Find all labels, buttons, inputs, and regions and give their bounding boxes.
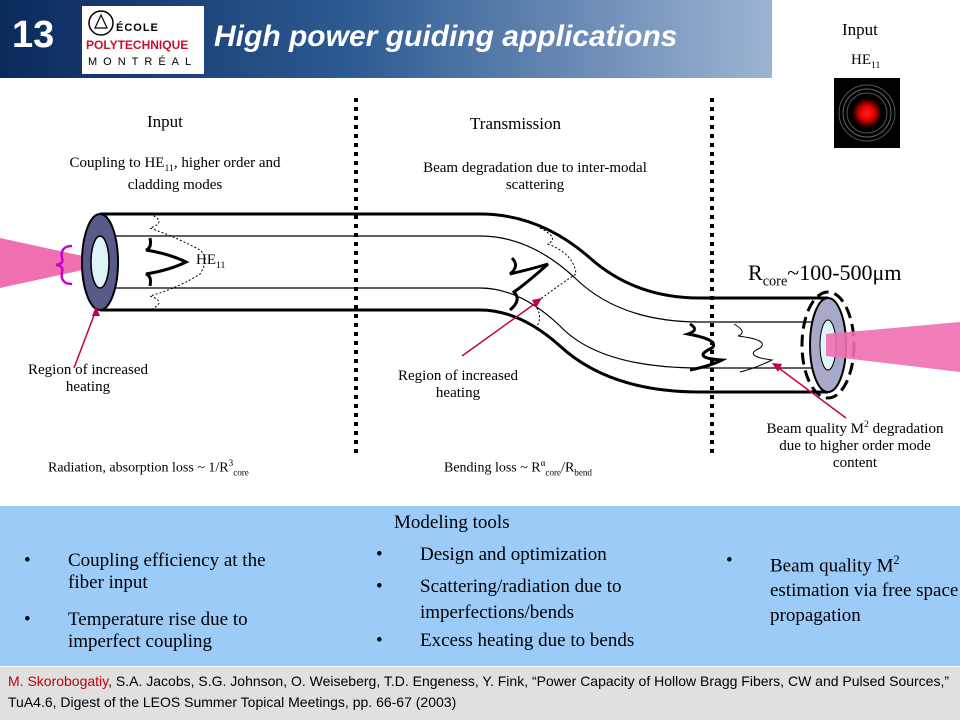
transmission-section-desc: Beam degradation due to inter-modal scat… (423, 160, 647, 193)
input-heating-label: Region of increased heating (28, 362, 148, 395)
school-logo: ÉCOLE POLYTECHNIQUE MONTRÉAL (82, 6, 204, 74)
input-beam (0, 238, 92, 288)
bending-loss-label: Bending loss ~ Rαcore/Rbend (444, 458, 592, 478)
bullet-coupling-efficiency: •Coupling efficiency at the fiber input (24, 550, 266, 593)
input-heating-arrow (73, 309, 97, 369)
bend-heating-arrow (461, 299, 541, 357)
output-mode-profile (682, 322, 728, 372)
input-fiber-core (90, 235, 110, 289)
output-beam (826, 322, 960, 372)
inset-mode-label: HE11 (851, 52, 881, 71)
citation-author: M. Skorobogatiy (8, 673, 109, 689)
logo-text-montreal: MONTRÉAL (88, 56, 198, 68)
modeling-tools-panel (0, 506, 960, 666)
bullet-temperature-rise: •Temperature rise due to imperfect coupl… (24, 609, 248, 652)
fiber-mode-label: HE11 (196, 252, 226, 271)
page-title: High power guiding applications (214, 20, 678, 53)
fiber-diagram (0, 98, 960, 458)
radiation-loss-label: Radiation, absorption loss ~ 1/R3core (48, 458, 249, 478)
logo-text-polytechnique: POLYTECHNIQUE (86, 38, 189, 52)
logo-text-ecole: ÉCOLE (116, 22, 159, 34)
output-mode-outline (733, 323, 774, 373)
fiber-inner-wall (100, 235, 828, 369)
bend-mode-profile (509, 256, 550, 312)
inset-input-label: Input (842, 20, 878, 39)
crest-icon (88, 10, 114, 36)
bullet-excess-heating: •Excess heating due to bends (376, 630, 635, 651)
input-section-title: Input (147, 112, 183, 131)
citation-footer: M. Skorobogatiy, S.A. Jacobs, S.G. Johns… (0, 667, 960, 720)
slide-number: 13 (12, 14, 55, 56)
core-radius-label: Rcore~100-500μm (748, 260, 902, 290)
bullet-design-optimization: •Design and optimization (376, 544, 607, 565)
mode-profile-image (834, 78, 900, 148)
input-section-desc: Coupling to HE11, higher order and cladd… (69, 155, 281, 193)
transmission-section-title: Transmission (470, 114, 562, 133)
input-mode-profile (145, 237, 190, 287)
bend-heating-label: Region of increased heating (398, 368, 518, 401)
fiber-outer-wall (100, 212, 828, 394)
bullet-scattering-radiation: •Scattering/radiation due to imperfectio… (376, 576, 622, 623)
input-mode-outline (148, 213, 206, 311)
beam-quality-label: Beam quality M2 degradation due to highe… (766, 419, 944, 471)
output-quality-arrow (775, 365, 847, 419)
input-bracket (55, 244, 73, 286)
modeling-tools-title: Modeling tools (394, 512, 510, 533)
citation-text: , S.A. Jacobs, S.G. Johnson, O. Weiseber… (8, 673, 950, 710)
bullet-beam-quality-estimation: •Beam quality M2 estimation via free spa… (726, 550, 959, 627)
